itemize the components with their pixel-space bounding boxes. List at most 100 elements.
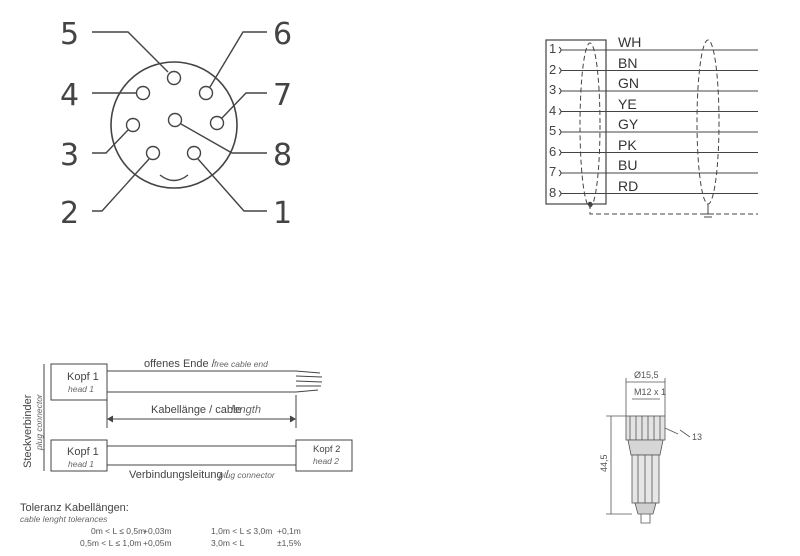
head2-label-en: head 2 <box>313 456 339 466</box>
ground-symbol <box>702 204 714 218</box>
wire-number: 4 <box>549 103 556 118</box>
dim-diameter-label: Ø15,5 <box>634 370 659 380</box>
pin-label-5: 5 <box>60 17 79 52</box>
wire-contact <box>558 46 562 54</box>
connection-label: Verbindungsleitung / <box>129 469 230 481</box>
wire-number: 1 <box>549 41 556 56</box>
wire-number: 8 <box>549 185 556 200</box>
pin-label-7: 7 <box>273 78 292 113</box>
wire-color-label: GY <box>618 116 639 132</box>
wire-color-label: WH <box>618 34 641 50</box>
pin-1 <box>186 145 202 161</box>
length-label-en: length <box>231 404 261 416</box>
side-label-en: plug connector <box>34 393 44 451</box>
open-end-label-en: free cable end <box>214 359 268 369</box>
wire-number: 5 <box>549 123 556 138</box>
arrow-head-left <box>107 415 114 423</box>
leader-8 <box>180 123 267 154</box>
pin-label-2: 2 <box>60 196 79 231</box>
wire-color-label: RD <box>618 178 638 194</box>
dim-diameter <box>625 378 666 416</box>
tolerance-range: 0,5m < L ≤ 1,0m <box>80 538 141 548</box>
wire-contact <box>558 128 562 136</box>
cable-diagram <box>43 363 353 472</box>
pin-5 <box>166 70 182 86</box>
pinout-diagram <box>92 31 267 212</box>
tolerance-value: +0,05m <box>143 538 172 548</box>
wire-contact <box>558 169 562 177</box>
open-end-wires <box>295 370 323 393</box>
coupling-nut <box>625 415 666 441</box>
tolerance-subtitle: cable lenght tolerances <box>20 514 108 524</box>
grip-lines <box>637 455 653 503</box>
nut-knurl <box>629 416 661 440</box>
wire-contact <box>558 190 562 197</box>
wire-number: 6 <box>549 144 556 159</box>
shield-left <box>579 42 601 208</box>
tolerance-title: Toleranz Kabellängen: <box>20 502 129 514</box>
wire-color-label: GN <box>618 75 639 91</box>
wiring-diagram <box>545 39 758 218</box>
connector-block <box>545 39 607 205</box>
leader-2 <box>92 158 150 212</box>
tolerance-range: 1,0m < L ≤ 3,0m <box>211 526 272 536</box>
connector-grip <box>631 454 660 504</box>
connector-face <box>110 61 238 189</box>
tolerance-value: +0,03m <box>143 526 172 536</box>
wire-number: 2 <box>549 62 556 77</box>
leader-6 <box>209 31 267 88</box>
leader-3 <box>92 129 129 154</box>
leader-5 <box>92 31 169 73</box>
wire-number: 3 <box>549 82 556 97</box>
head2-label: Kopf 2 <box>313 444 340 455</box>
wire-contact <box>558 67 562 74</box>
pin-2 <box>145 145 161 161</box>
wrench-size-label: 13 <box>692 432 702 442</box>
pin-4 <box>135 85 151 101</box>
wire-colors: WH BN GN YE GY PK BU RD <box>618 34 641 194</box>
dim-length-label: 44,5 <box>599 454 609 472</box>
wrench-leader <box>664 427 691 438</box>
wire-color-label: YE <box>618 96 637 112</box>
key-notch <box>159 174 189 182</box>
tolerance-value: +0,1m <box>277 526 301 536</box>
side-label: Steckverbinder <box>22 394 34 468</box>
cable-bottom <box>107 445 296 466</box>
connector-body <box>627 439 664 456</box>
arrow-head-right <box>289 415 296 423</box>
head1-label-bottom-en: head 1 <box>68 459 94 469</box>
wire-number: 7 <box>549 164 556 179</box>
pin-6 <box>198 85 214 101</box>
pin-label-8: 8 <box>273 138 292 173</box>
shield-right <box>696 39 720 205</box>
wire-numbers: 1 2 3 4 5 6 7 8 <box>549 41 556 200</box>
drain-dot <box>587 201 593 207</box>
dim-length <box>606 415 632 515</box>
tolerance-value: ±1,5% <box>277 538 301 548</box>
head1-label-top-en: head 1 <box>68 384 94 394</box>
connector-drawing <box>606 378 691 524</box>
pin-label-3: 3 <box>60 138 79 173</box>
drain-line <box>589 204 758 215</box>
cable-exit <box>634 502 657 515</box>
head1-box-bottom <box>50 439 108 472</box>
leader-1 <box>197 158 267 212</box>
pin-3 <box>125 117 141 133</box>
leader-7 <box>221 92 267 119</box>
pin-label-6: 6 <box>273 17 292 52</box>
head1-label-top: Kopf 1 <box>67 371 99 383</box>
tolerance-range: 0m < L ≤ 0,5m <box>91 526 145 536</box>
pin-label-1: 1 <box>273 196 292 231</box>
pin-7 <box>209 115 225 131</box>
cable-top <box>107 370 296 393</box>
cable-stub <box>640 514 651 524</box>
wire-contact <box>558 108 562 115</box>
wire-color-label: BU <box>618 157 637 173</box>
pin-label-4: 4 <box>60 78 79 113</box>
head1-box-top <box>50 363 108 401</box>
tolerance-range: 3,0m < L <box>211 538 245 548</box>
open-end-label: offenes Ende / <box>144 358 216 370</box>
wire-color-label: BN <box>618 55 637 71</box>
pin-center <box>167 112 183 128</box>
head2-box <box>295 439 353 472</box>
